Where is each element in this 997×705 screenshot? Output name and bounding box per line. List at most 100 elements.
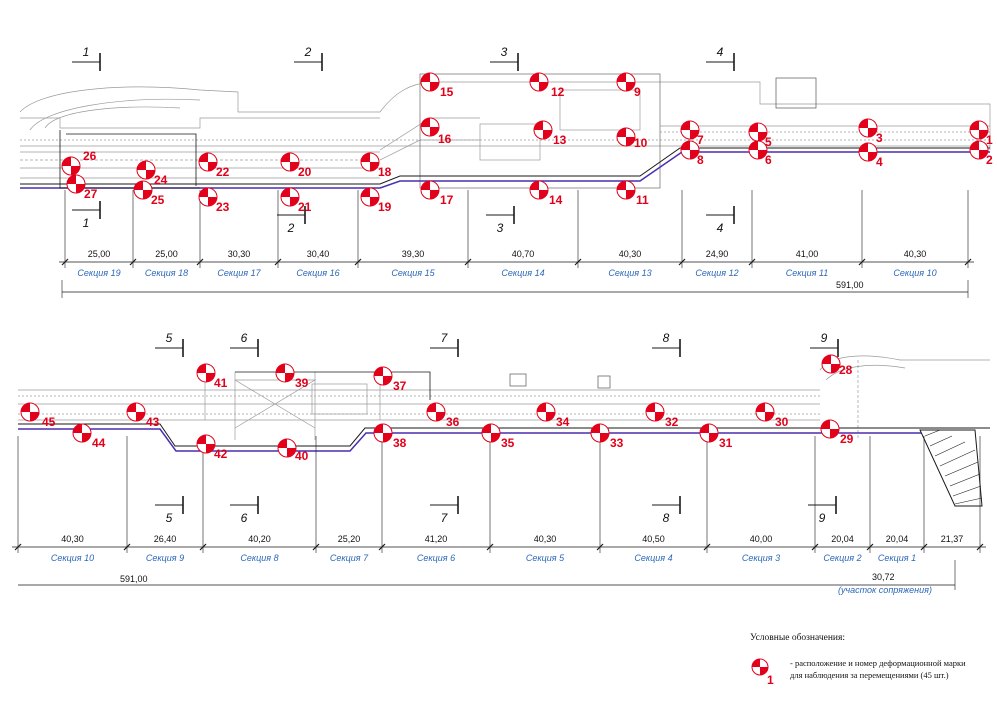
marker-number: 30	[775, 415, 789, 429]
deformation-marker-39: 39	[275, 363, 309, 390]
legend-sample-number: 1	[767, 673, 774, 687]
marker-quadrant	[430, 118, 439, 127]
junction-length: 30,72	[872, 572, 895, 582]
bottom-plan-outline	[18, 355, 990, 440]
deformation-marker-4: 4	[858, 142, 883, 169]
dim-value: 40,00	[750, 534, 773, 544]
cut-number: 2	[287, 221, 295, 235]
legend: Условные обозначения: 1 - расположение и…	[750, 632, 966, 687]
marker-quadrant	[690, 121, 699, 130]
deformation-marker-8: 8	[680, 140, 704, 167]
section-label: Секция 11	[786, 268, 829, 278]
cut-number: 6	[241, 511, 248, 525]
deformation-marker-3: 3	[858, 118, 883, 145]
deformation-marker-15: 15	[420, 72, 454, 99]
marker-quadrant	[374, 433, 383, 442]
deformation-markers: 1234567891011121314151617181920212223242…	[20, 72, 993, 463]
marker-ring	[529, 72, 549, 92]
marker-number: 35	[501, 436, 515, 450]
section-cut-top-1: 22	[277, 45, 323, 235]
deformation-marker-12: 12	[529, 72, 565, 99]
marker-quadrant	[361, 197, 370, 206]
marker-ring	[20, 402, 40, 422]
marker-quadrant	[199, 162, 208, 171]
marker-ring	[536, 402, 556, 422]
marker-number: 33	[610, 436, 624, 450]
deformation-marker-14: 14	[529, 180, 563, 207]
section-label: Секция 6	[417, 553, 455, 563]
dim-value: 40,20	[248, 534, 271, 544]
marker-quadrant	[430, 181, 439, 190]
marker-number: 40	[295, 449, 309, 463]
cut-number: 5	[166, 511, 173, 525]
marker-quadrant	[831, 355, 840, 364]
marker-quadrant	[197, 444, 206, 453]
marker-quadrant	[276, 373, 285, 382]
marker-ring	[133, 180, 153, 200]
marker-quadrant	[30, 403, 39, 412]
dim-value: 40,70	[512, 249, 535, 259]
section-label: Секция 2	[823, 553, 861, 563]
marker-ring	[821, 354, 841, 374]
dim-tick	[61, 258, 69, 266]
dim-tick	[811, 543, 819, 551]
marker-number: 34	[556, 415, 570, 429]
marker-number: 22	[216, 165, 230, 179]
dim-value: 20,04	[886, 534, 909, 544]
section-label: Секция 14	[501, 268, 544, 278]
marker-ring	[198, 152, 218, 172]
marker-quadrant	[143, 181, 152, 190]
marker-number: 8	[697, 153, 704, 167]
deformation-marker-7: 7	[680, 120, 704, 147]
section-label: Секция 15	[391, 268, 435, 278]
top-total-length: 591,00	[836, 280, 864, 290]
junction-label: (участок сопряжения)	[838, 585, 932, 595]
marker-number: 38	[393, 436, 407, 450]
dim-tick	[858, 258, 866, 266]
cut-number: 2	[304, 45, 312, 59]
marker-ring	[277, 438, 297, 458]
marker-quadrant	[421, 82, 430, 91]
marker-ring	[126, 402, 146, 422]
marker-quadrant	[436, 403, 445, 412]
section-label: Секция 18	[145, 268, 188, 278]
bottom-track	[18, 371, 990, 452]
marker-quadrant	[290, 188, 299, 197]
marker-number: 37	[393, 379, 407, 393]
cut-number: 6	[241, 331, 248, 345]
cut-number: 4	[717, 45, 724, 59]
deformation-marker-17: 17	[420, 180, 454, 207]
marker-number: 16	[438, 132, 452, 146]
marker-quadrant	[281, 197, 290, 206]
marker-quadrant	[681, 130, 690, 139]
marker-number: 4	[876, 155, 883, 169]
marker-ring	[198, 187, 218, 207]
dim-value: 40,50	[642, 534, 665, 544]
deformation-marker-21: 21	[280, 187, 312, 214]
dim-tick	[866, 543, 874, 551]
marker-number: 18	[378, 165, 392, 179]
deformation-marker-19: 19	[360, 187, 392, 214]
marker-number: 32	[665, 415, 679, 429]
section-label: Секция 3	[742, 553, 780, 563]
marker-number: 1	[986, 133, 993, 147]
marker-quadrant	[868, 119, 877, 128]
marker-number: 45	[42, 415, 56, 429]
section-label: Секция 8	[240, 553, 278, 563]
marker-ring	[420, 117, 440, 137]
marker-quadrant	[859, 128, 868, 137]
marker-ring	[755, 402, 775, 422]
marker-ring	[481, 423, 501, 443]
marker-quadrant	[970, 150, 979, 159]
section-label: Секция 16	[296, 268, 339, 278]
marker-quadrant	[539, 181, 548, 190]
marker-quadrant	[534, 130, 543, 139]
dim-tick	[964, 258, 972, 266]
legend-title: Условные обозначения:	[750, 632, 845, 643]
marker-quadrant	[756, 412, 765, 421]
marker-number: 15	[440, 85, 454, 99]
deformation-marker-29: 29	[820, 419, 854, 446]
